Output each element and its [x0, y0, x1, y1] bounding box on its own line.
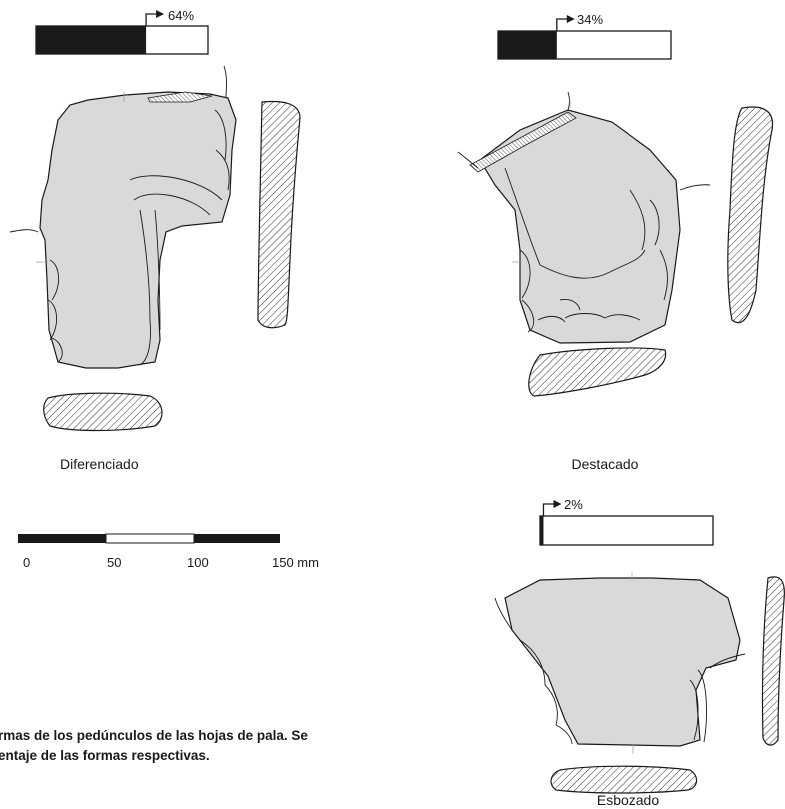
percent-bar-esbozado [539, 500, 714, 546]
scale-tick-0: 0 [23, 555, 31, 570]
hatched-platform-diferenciado [147, 91, 213, 103]
percent-bar-fill-esbozado [540, 516, 544, 545]
percent-bar-fill-diferenciado [36, 26, 147, 54]
scale-segment-2 [105, 533, 195, 544]
side-section-esbozado [761, 576, 785, 746]
caption-line-1: rmas de los pedúnculos de las hojas de p… [0, 728, 308, 743]
percent-arrowhead-diferenciado [156, 10, 165, 18]
blade-destacado [457, 15, 774, 397]
blade-name-destacado: Destacado [571, 456, 639, 472]
side-section-destacado [727, 106, 774, 324]
cross-section-diferenciado [43, 392, 163, 432]
percent-bar-fill-destacado [498, 31, 557, 59]
hatched-platform-destacado [469, 111, 577, 173]
blade-name-diferenciado: Diferenciado [60, 456, 139, 472]
scale-segment-3 [194, 534, 280, 543]
scale-segment-1 [18, 534, 106, 543]
percent-arrowhead-esbozado [553, 500, 562, 508]
scale-bar [18, 533, 280, 544]
center-marks-esbozado [631, 572, 634, 754]
percent-arrow-diferenciado [145, 13, 159, 26]
percent-arrowhead-destacado [566, 15, 575, 23]
cross-section-destacado [528, 347, 667, 397]
scale-tick-50: 50 [107, 555, 122, 570]
cross-section-esbozado [550, 765, 698, 794]
blade-outline-destacado [479, 109, 681, 344]
percent-label-esbozado: 2% [564, 497, 583, 512]
percent-label-diferenciado: 64% [168, 8, 195, 23]
scale-tick-150: 150 mm [272, 555, 319, 570]
caption-line-2: entaje de las formas respectivas. [0, 748, 210, 763]
retouch-scars-diferenciado [9, 65, 230, 366]
percent-bar-destacado [497, 15, 672, 60]
blade-outline-diferenciado [39, 91, 237, 369]
center-marks-diferenciado [36, 92, 125, 263]
percent-arrow-destacado [556, 18, 569, 31]
scale-tick-100: 100 [187, 555, 209, 570]
percent-bar-diferenciado [35, 10, 209, 55]
blade-esbozado [494, 500, 785, 794]
percent-label-destacado: 34% [577, 12, 604, 27]
blade-name-esbozado: Esbozado [596, 792, 660, 808]
retouch-scars-destacado [457, 91, 711, 333]
side-section-diferenciado [257, 100, 301, 329]
center-marks-destacado [512, 100, 571, 263]
blade-outline-esbozado [504, 577, 741, 747]
figure-caption: rmas de los pedúnculos de las hojas de p… [0, 726, 308, 766]
percent-arrow-esbozado [542, 503, 556, 516]
retouch-scars-esbozado [494, 597, 746, 745]
blade-diferenciado [9, 10, 301, 432]
